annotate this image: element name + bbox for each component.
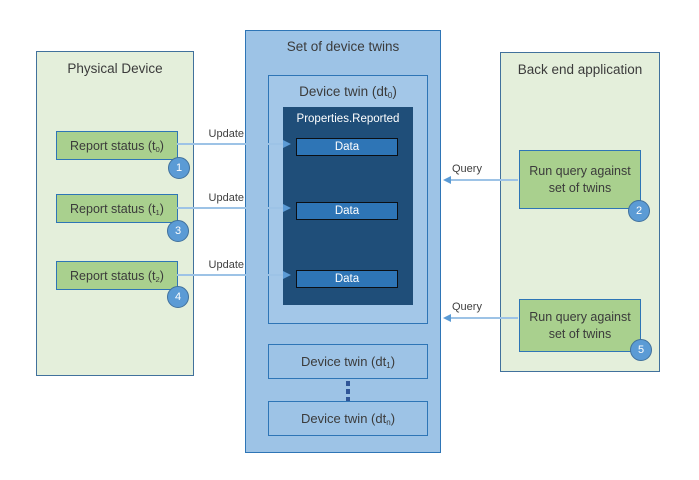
- update-label-3: Update: [208, 259, 244, 271]
- step-badge-5: 5: [630, 339, 652, 361]
- device-twin-0-title: Device twin (dt0): [299, 84, 397, 101]
- backend-application-title: Back end application: [517, 62, 643, 77]
- device-twin-n-label: Device twin (dtn): [300, 411, 396, 427]
- report-status-t0-label: Report status (t0): [70, 138, 164, 154]
- step-badge-1: 1: [168, 157, 190, 179]
- update-label-1: Update: [208, 128, 244, 140]
- report-status-t2-box: Report status (t2): [56, 261, 178, 290]
- query-label-1: Query: [452, 163, 482, 175]
- properties-reported-title: Properties.Reported: [296, 113, 400, 125]
- step-badge-2: 2: [628, 200, 650, 222]
- physical-device-box: Physical Device Report status (t0) Repor…: [36, 51, 194, 376]
- data-box-2: Data: [296, 202, 398, 220]
- properties-reported-panel: Properties.Reported Data Data Data: [283, 107, 413, 305]
- run-query-box-1: Run query against set of twins: [519, 150, 641, 209]
- data-box-3: Data: [296, 270, 398, 288]
- physical-device-title: Physical Device: [67, 61, 163, 76]
- device-twin-n-box: Device twin (dtn): [268, 401, 428, 436]
- query-label-2: Query: [452, 301, 482, 313]
- run-query-box-2: Run query against set of twins: [519, 299, 641, 352]
- data-box-1: Data: [296, 138, 398, 156]
- device-twin-0-box: Device twin (dt0) Properties.Reported Da…: [268, 75, 428, 324]
- run-query-label-2: Run query against set of twins: [529, 310, 631, 341]
- step-badge-4: 4: [167, 286, 189, 308]
- set-of-device-twins-box: Set of device twins Device twin (dt0) Pr…: [245, 30, 441, 453]
- report-status-t0-box: Report status (t0): [56, 131, 178, 160]
- step-badge-3: 3: [167, 220, 189, 242]
- report-status-t1-box: Report status (t1): [56, 194, 178, 223]
- device-twin-1-box: Device twin (dt1): [268, 344, 428, 379]
- set-of-device-twins-title: Set of device twins: [286, 39, 400, 54]
- run-query-label-1: Run query against set of twins: [529, 164, 631, 195]
- update-label-2: Update: [208, 192, 244, 204]
- report-status-t1-label: Report status (t1): [70, 201, 164, 217]
- backend-application-box: Back end application Run query against s…: [500, 52, 660, 372]
- device-twin-1-label: Device twin (dt1): [300, 354, 396, 370]
- report-status-t2-label: Report status (t2): [70, 268, 164, 284]
